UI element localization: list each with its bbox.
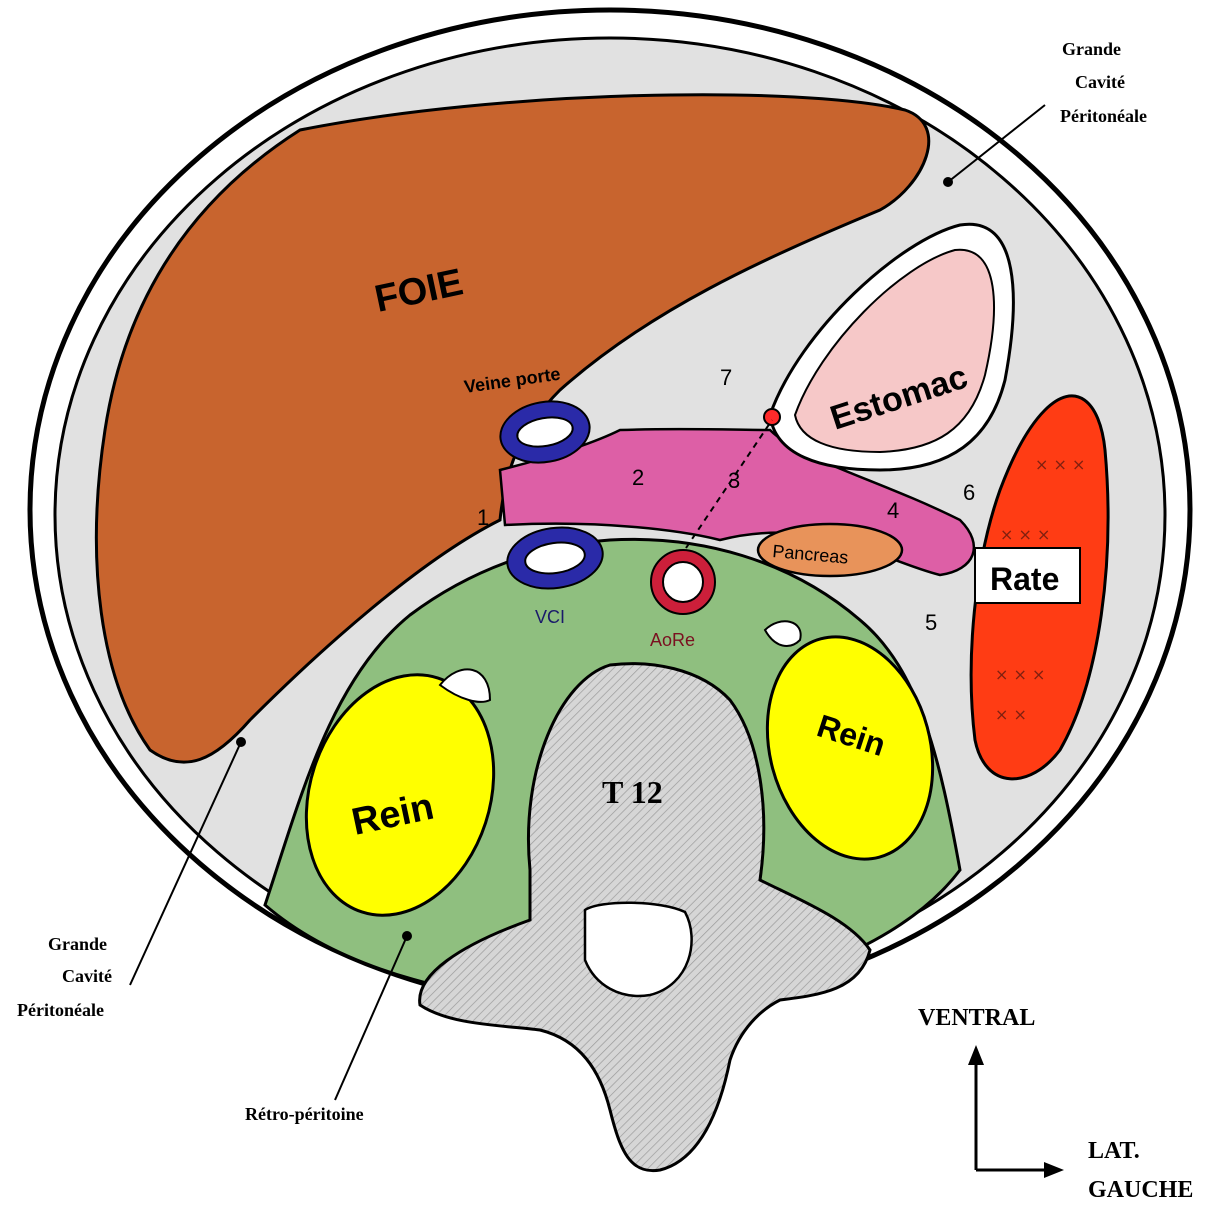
label-ventral: VENTRAL [918,1005,1035,1031]
label-space-1: 1 [477,505,489,530]
omental-foramen-marker [764,409,780,425]
aorta [651,550,715,614]
annotation-peritoneal-left-3: Péritonéale [17,1000,104,1020]
arrow-up-icon [968,1045,984,1065]
annotation-retroperitoneum: Rétro-péritoine [245,1104,364,1124]
label-space-3: 3 [728,468,740,493]
annotation-peritoneal-left-2: Cavité [62,966,112,986]
label-spleen: Rate [990,561,1059,597]
orientation-indicator [968,1045,1064,1178]
spinal-canal [585,903,692,996]
label-ivc: VCI [535,607,565,627]
svg-text:× × ×: × × × [1035,455,1085,474]
annotation-peritoneal-top-3: Péritonéale [1060,106,1147,126]
svg-text:× × ×: × × × [995,665,1045,684]
svg-text:× ×: × × [995,705,1027,724]
svg-text:× × ×: × × × [1000,525,1050,544]
label-space-7: 7 [720,365,732,390]
label-lateral-1: LAT. [1088,1138,1140,1164]
annotation-peritoneal-top-2: Cavité [1075,72,1125,92]
label-vertebra: T 12 [602,774,663,810]
label-aorta: AoRe [650,630,695,650]
label-space-4: 4 [887,498,899,523]
label-space-2: 2 [632,465,644,490]
label-lateral-2: GAUCHE [1088,1177,1193,1203]
annotation-peritoneal-top-1: Grande [1062,39,1121,59]
arrow-right-icon [1044,1162,1064,1178]
label-space-5: 5 [925,610,937,635]
label-space-6: 6 [963,480,975,505]
annotation-peritoneal-left-1: Grande [48,934,107,954]
